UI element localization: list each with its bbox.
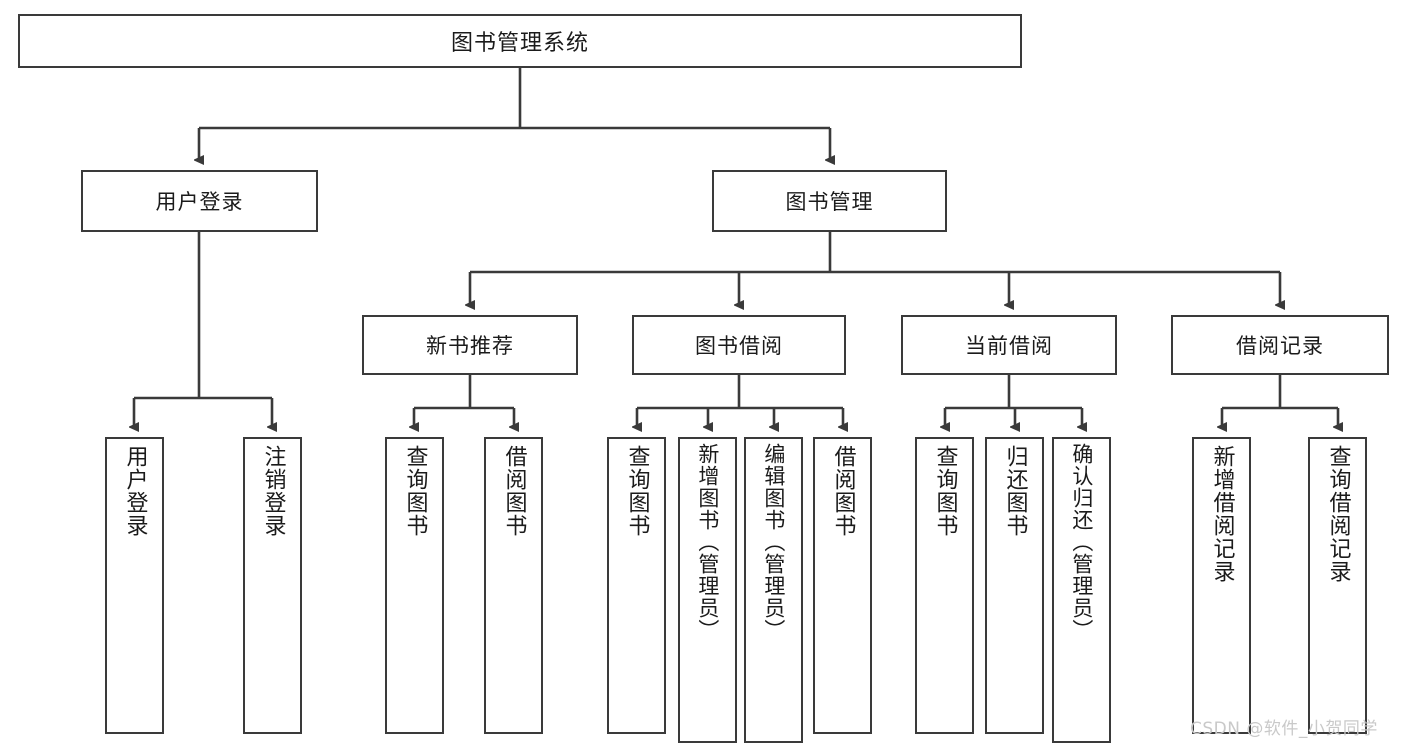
- leaf-current-borrow-return-book[interactable]: 归还图书: [985, 437, 1044, 734]
- node-label: 查询图书: [624, 445, 650, 537]
- node-label: 查询借阅记录: [1325, 445, 1351, 583]
- node-label: 查询图书: [402, 445, 428, 537]
- leaf-book-borrow-add-book-admin[interactable]: 新增图书（管理员）: [678, 437, 737, 743]
- node-label: 新增图书（管理员）: [695, 443, 720, 641]
- leaf-new-book-query-book[interactable]: 查询图书: [385, 437, 444, 734]
- leaf-borrow-record-query-record[interactable]: 查询借阅记录: [1308, 437, 1367, 734]
- node-label: 借阅图书: [830, 445, 856, 537]
- node-label: 归还图书: [1002, 445, 1028, 537]
- leaf-user-login-login[interactable]: 用户登录: [105, 437, 164, 734]
- node-borrow-record[interactable]: 借阅记录: [1171, 315, 1389, 375]
- node-label: 借阅图书: [501, 445, 527, 537]
- node-book-management[interactable]: 图书管理: [712, 170, 947, 232]
- node-label: 借阅记录: [1236, 334, 1324, 358]
- leaf-current-borrow-confirm-return-admin[interactable]: 确认归还（管理员）: [1052, 437, 1111, 743]
- node-label: 查询图书: [932, 445, 958, 537]
- node-label: 编辑图书（管理员）: [761, 443, 786, 641]
- node-label: 图书管理系统: [450, 31, 589, 56]
- leaf-book-borrow-edit-book-admin[interactable]: 编辑图书（管理员）: [744, 437, 803, 743]
- leaf-book-borrow-borrow-book[interactable]: 借阅图书: [813, 437, 872, 734]
- node-label: 用户登录: [122, 445, 148, 537]
- node-current-borrow[interactable]: 当前借阅: [901, 315, 1117, 375]
- node-label: 新书推荐: [426, 334, 514, 358]
- node-label: 用户登录: [155, 190, 244, 214]
- leaf-new-book-borrow-book[interactable]: 借阅图书: [484, 437, 543, 734]
- node-label: 图书借阅: [695, 334, 783, 358]
- leaf-current-borrow-query-book[interactable]: 查询图书: [915, 437, 974, 734]
- watermark: CSDN @软件_小贺同学: [1190, 719, 1378, 739]
- node-label: 注销登录: [260, 445, 286, 537]
- leaf-user-login-logout[interactable]: 注销登录: [243, 437, 302, 734]
- node-new-book-recommend[interactable]: 新书推荐: [362, 315, 578, 375]
- node-label: 图书管理: [785, 190, 874, 214]
- leaf-borrow-record-add-record[interactable]: 新增借阅记录: [1192, 437, 1251, 734]
- node-label: 新增借阅记录: [1209, 445, 1235, 583]
- leaf-book-borrow-query-book[interactable]: 查询图书: [607, 437, 666, 734]
- node-user-login[interactable]: 用户登录: [81, 170, 318, 232]
- node-book-borrow[interactable]: 图书借阅: [632, 315, 846, 375]
- node-root-book-management-system[interactable]: 图书管理系统: [18, 14, 1022, 68]
- node-label: 当前借阅: [965, 334, 1053, 358]
- node-label: 确认归还（管理员）: [1069, 443, 1094, 641]
